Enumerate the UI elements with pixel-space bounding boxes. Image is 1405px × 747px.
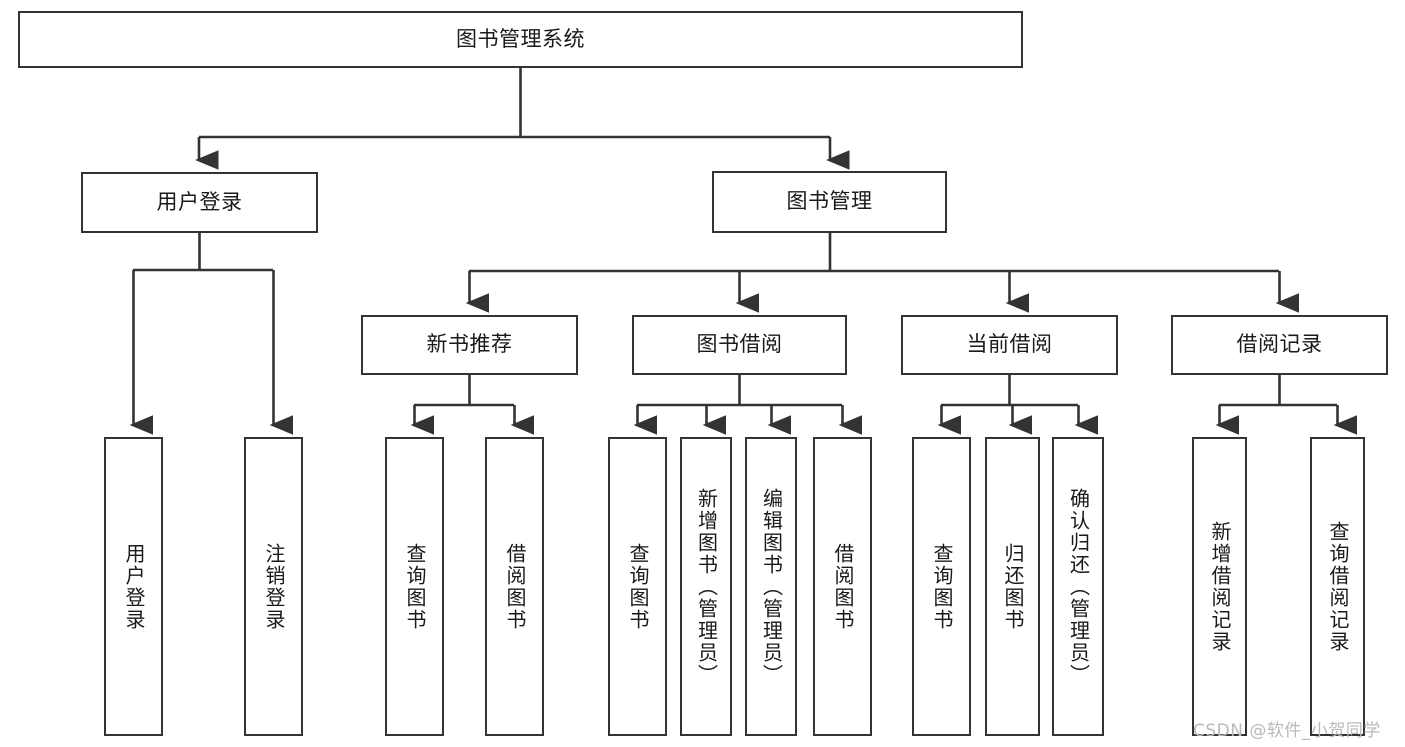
watermark: CSDN @软件_小贺同学	[1193, 721, 1381, 741]
node-user-login-label: 用户登录	[156, 189, 243, 214]
node-leaf-edit-book-admin-label: 编辑图书（管理员）	[759, 487, 784, 686]
node-borrow-record-label: 借阅记录	[1236, 332, 1323, 357]
node-current-borrow[interactable]: 当前借阅	[901, 315, 1118, 375]
node-leaf-add-book-admin[interactable]: 新增图书（管理员）	[680, 437, 732, 736]
node-leaf-add-book-admin-label: 新增图书（管理员）	[694, 487, 719, 686]
node-leaf-query-book-3-label: 查询图书	[930, 542, 954, 631]
node-leaf-user-login[interactable]: 用户登录	[104, 437, 163, 736]
node-root-label: 图书管理系统	[456, 26, 585, 51]
node-current-borrow-label: 当前借阅	[966, 332, 1053, 357]
node-leaf-borrow-book-2[interactable]: 借阅图书	[813, 437, 872, 736]
node-leaf-logout-login-label: 注销登录	[262, 542, 286, 631]
node-leaf-borrow-book-1[interactable]: 借阅图书	[485, 437, 544, 736]
node-book-manage[interactable]: 图书管理	[712, 171, 947, 233]
node-leaf-logout-login[interactable]: 注销登录	[244, 437, 303, 736]
node-leaf-query-book-1-label: 查询图书	[403, 542, 427, 631]
node-new-book-recommend-label: 新书推荐	[426, 332, 513, 357]
node-leaf-borrow-book-2-label: 借阅图书	[831, 542, 855, 631]
node-leaf-query-borrow-record-label: 查询借阅记录	[1326, 520, 1350, 653]
node-leaf-borrow-book-1-label: 借阅图书	[503, 542, 527, 631]
node-book-borrow-label: 图书借阅	[696, 332, 783, 357]
node-leaf-user-login-label: 用户登录	[122, 542, 146, 631]
node-leaf-edit-book-admin[interactable]: 编辑图书（管理员）	[745, 437, 797, 736]
node-leaf-query-book-2-label: 查询图书	[626, 542, 650, 631]
node-leaf-confirm-return-admin-label: 确认归还（管理员）	[1066, 487, 1091, 686]
node-leaf-query-borrow-record[interactable]: 查询借阅记录	[1310, 437, 1365, 736]
node-leaf-add-borrow-record[interactable]: 新增借阅记录	[1192, 437, 1247, 736]
node-leaf-add-borrow-record-label: 新增借阅记录	[1208, 520, 1232, 653]
node-borrow-record[interactable]: 借阅记录	[1171, 315, 1388, 375]
node-leaf-return-book[interactable]: 归还图书	[985, 437, 1040, 736]
node-leaf-confirm-return-admin[interactable]: 确认归还（管理员）	[1052, 437, 1104, 736]
node-leaf-query-book-3[interactable]: 查询图书	[912, 437, 971, 736]
node-new-book-recommend[interactable]: 新书推荐	[361, 315, 578, 375]
node-leaf-query-book-2[interactable]: 查询图书	[608, 437, 667, 736]
node-book-manage-label: 图书管理	[786, 189, 873, 214]
node-book-borrow[interactable]: 图书借阅	[632, 315, 847, 375]
node-user-login[interactable]: 用户登录	[81, 172, 318, 233]
node-root[interactable]: 图书管理系统	[18, 11, 1023, 68]
node-leaf-return-book-label: 归还图书	[1001, 542, 1025, 631]
node-leaf-query-book-1[interactable]: 查询图书	[385, 437, 444, 736]
